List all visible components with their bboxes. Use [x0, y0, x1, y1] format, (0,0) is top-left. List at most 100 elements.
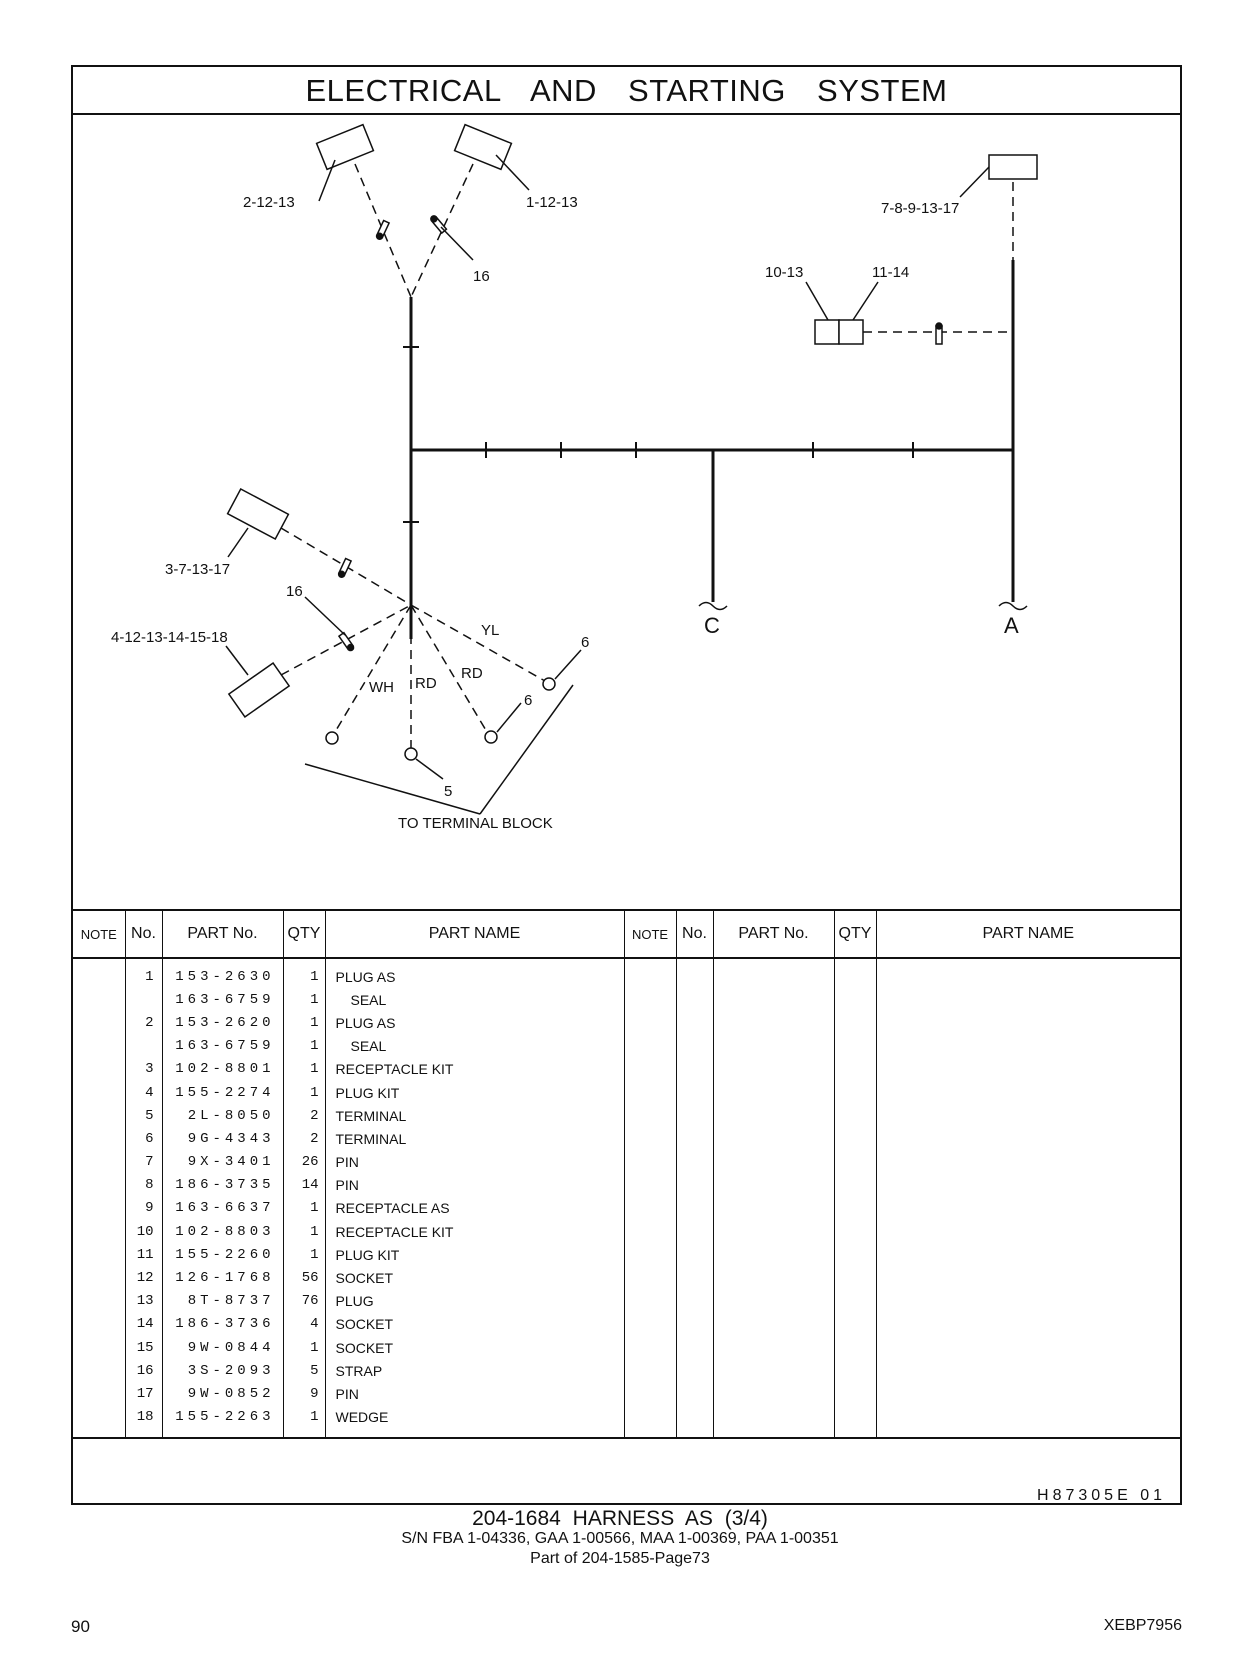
- cell-no-2: [675, 958, 713, 989]
- header-note: NOTE: [73, 909, 125, 959]
- cell-part-name: STRAP: [324, 1359, 624, 1383]
- header-part-name-2: PART NAME: [875, 909, 1180, 959]
- cell-no-2: [675, 1336, 713, 1360]
- header-part-no-2: PART No.: [712, 909, 834, 959]
- cell-part-no-2: [712, 1220, 834, 1244]
- caption-serials: S/N FBA 1-04336, GAA 1-00566, MAA 1-0036…: [401, 1530, 839, 1547]
- cell-part-name-2: [875, 1057, 1180, 1081]
- cell-qty: 1: [282, 1336, 325, 1360]
- cell-part-name: SOCKET: [324, 1266, 624, 1290]
- cell-qty-2: [833, 1150, 876, 1174]
- cell-no: 2: [124, 1011, 162, 1035]
- label-5: 5: [444, 783, 452, 800]
- cell-no: 18: [124, 1405, 162, 1437]
- cell-qty: 1: [282, 1220, 325, 1244]
- cell-no-2: [675, 1150, 713, 1174]
- cell-qty-2: [833, 1266, 876, 1290]
- caption-part-of: Part of 204-1585-Page73: [530, 1550, 710, 1567]
- cell-note-2: [623, 1080, 676, 1105]
- cell-no-2: [675, 1382, 713, 1406]
- cell-note: [73, 1058, 125, 1081]
- cell-no: 15: [124, 1336, 162, 1360]
- cell-note: [73, 1359, 125, 1382]
- cell-part-no: 9G-4343: [161, 1127, 283, 1151]
- cell-no-2: [675, 1289, 713, 1313]
- cell-qty-2: [833, 1196, 876, 1221]
- cell-part-no: 163-6759: [161, 988, 283, 1012]
- cell-part-name-2: [875, 1289, 1180, 1313]
- cell-part-name: SOCKET: [324, 1336, 624, 1360]
- connector-7-8-9-13-17: [988, 154, 1038, 180]
- cell-part-no-2: [712, 1104, 834, 1128]
- cell-part-no-2: [712, 1266, 834, 1290]
- strap-low: [337, 631, 355, 652]
- cell-qty-2: [833, 1359, 876, 1383]
- cell-part-name-2: [875, 1080, 1180, 1105]
- cell-note-2: [623, 1127, 676, 1151]
- cell-no-2: [675, 1104, 713, 1128]
- label-yl: YL: [481, 622, 499, 639]
- cell-part-name: PLUG KIT: [324, 1080, 624, 1105]
- cell-part-name: TERMINAL: [324, 1127, 624, 1151]
- cell-no: 8: [124, 1173, 162, 1197]
- label-1-12-13: 1-12-13: [526, 194, 578, 211]
- cell-note-2: [623, 1173, 676, 1197]
- cell-note-2: [623, 1382, 676, 1406]
- cell-part-no: 8T-8737: [161, 1289, 283, 1313]
- cell-no: 5: [124, 1104, 162, 1128]
- cell-note: [73, 1197, 125, 1220]
- label-2-12-13: 2-12-13: [243, 194, 295, 211]
- cell-qty-2: [833, 1173, 876, 1197]
- page-frame: ELECTRICAL AND STARTING SYSTEM: [71, 65, 1182, 1505]
- cell-no: 3: [124, 1057, 162, 1081]
- label-6-upper: 6: [581, 634, 589, 651]
- connector-11-14: [838, 319, 864, 345]
- cell-part-no: 153-2630: [161, 958, 283, 989]
- cell-no-2: [675, 1266, 713, 1290]
- cell-part-name: PIN: [324, 1150, 624, 1174]
- cell-no: [124, 1034, 162, 1058]
- cell-part-no: 155-2260: [161, 1243, 283, 1267]
- cell-part-name: SOCKET: [324, 1312, 624, 1336]
- cell-qty-2: [833, 1127, 876, 1151]
- cell-note-2: [623, 1289, 676, 1313]
- cell-qty-2: [833, 988, 876, 1012]
- strap-mid: [337, 557, 353, 579]
- cell-part-no: 155-2263: [161, 1405, 283, 1437]
- cell-part-no: 163-6759: [161, 1034, 283, 1058]
- cell-part-no: 9X-3401: [161, 1150, 283, 1174]
- cell-qty-2: [833, 1336, 876, 1360]
- cell-part-no: 3S-2093: [161, 1359, 283, 1383]
- cell-qty: 2: [282, 1104, 325, 1128]
- cell-qty: 1: [282, 1057, 325, 1081]
- cell-no-2: [675, 1011, 713, 1035]
- table-header-row: NOTE No. PART No. QTY PART NAME NOTE No.…: [73, 909, 1180, 959]
- wiring-diagram: 2-12-13 1-12-13 16 7-8-9-13-17 10-13 11-…: [111, 123, 1038, 832]
- cell-qty-2: [833, 1104, 876, 1128]
- header-part-name: PART NAME: [324, 909, 624, 959]
- cell-part-no: 186-3736: [161, 1312, 283, 1336]
- cell-note-2: [623, 1405, 676, 1437]
- header-qty-2: QTY: [833, 909, 876, 959]
- cell-note-2: [623, 988, 676, 1012]
- cell-part-name-2: [875, 1034, 1180, 1058]
- cell-note: [73, 1406, 125, 1437]
- label-terminal-block: TO TERMINAL BLOCK: [398, 815, 553, 832]
- cell-part-name-2: [875, 1405, 1180, 1437]
- cell-no: 13: [124, 1289, 162, 1313]
- cell-no: 17: [124, 1382, 162, 1406]
- cell-no: 1: [124, 958, 162, 989]
- cell-part-no-2: [712, 1196, 834, 1221]
- cell-no-2: [675, 1034, 713, 1058]
- label-16-low: 16: [286, 583, 303, 600]
- table-bottom-rule: [73, 1437, 1180, 1439]
- cell-part-no-2: [712, 1034, 834, 1058]
- label-4-12-13-14-15-18: 4-12-13-14-15-18: [111, 629, 228, 646]
